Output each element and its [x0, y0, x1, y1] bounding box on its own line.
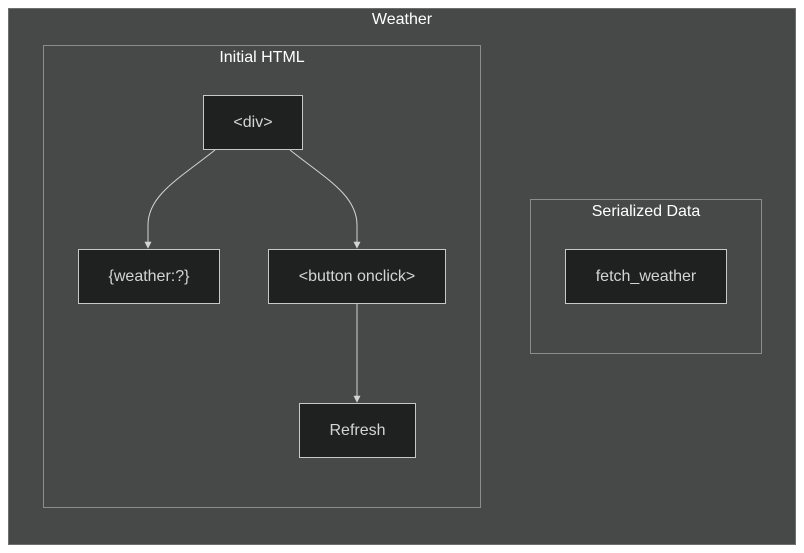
- button-onclick-node: <button onclick>: [268, 249, 446, 304]
- div-node: <div>: [203, 95, 303, 150]
- serialized-data-title: Serialized Data: [591, 203, 701, 220]
- initial-html-title: Initial HTML: [219, 49, 305, 66]
- fetch-weather-node: fetch_weather: [565, 249, 727, 304]
- initial-html-cluster: [43, 45, 481, 508]
- weather-node: {weather:?}: [78, 249, 220, 304]
- diagram-title: Weather: [371, 11, 433, 28]
- serialized-data-cluster: [530, 199, 762, 354]
- refresh-node: Refresh: [299, 403, 416, 458]
